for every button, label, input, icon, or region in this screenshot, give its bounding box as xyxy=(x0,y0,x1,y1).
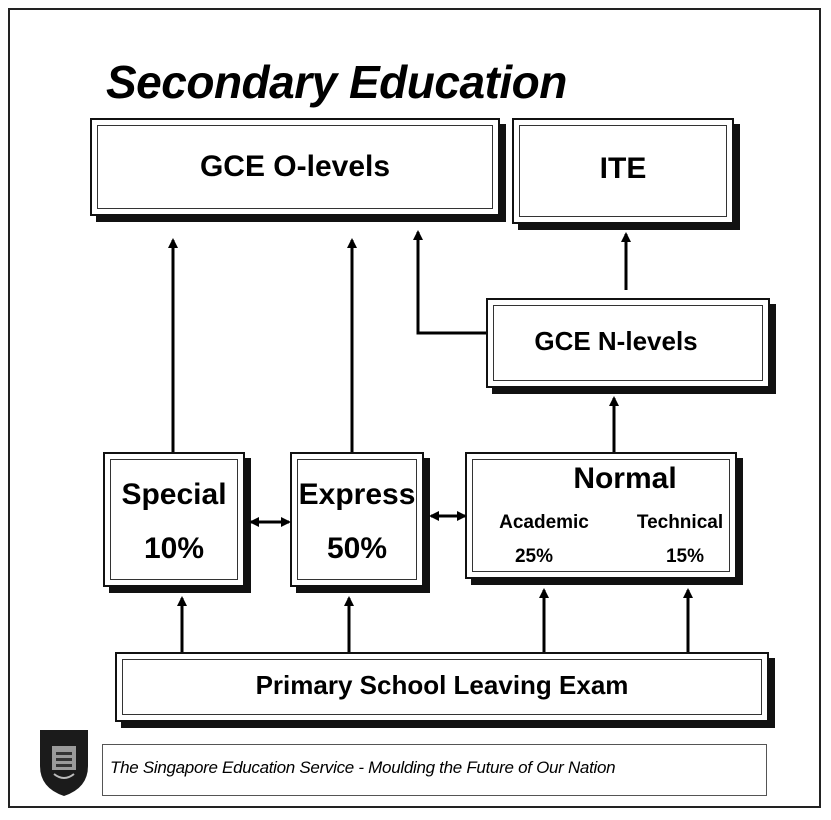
ite-label: ITE xyxy=(599,152,647,185)
express-percent: 50% xyxy=(326,532,388,565)
footer-bar xyxy=(102,744,767,796)
footer-tagline: The Singapore Education Service - Mouldi… xyxy=(110,758,616,777)
ite-box xyxy=(512,118,734,224)
technical-percent: 15% xyxy=(665,546,705,567)
gce-o-levels-box xyxy=(90,118,500,216)
special-label: Special xyxy=(121,478,227,511)
special-box xyxy=(103,452,245,587)
special-percent: 10% xyxy=(143,532,205,565)
gce-n-levels-label: GCE N-levels xyxy=(534,326,698,356)
academic-label: Academic xyxy=(499,512,589,533)
arrow-n-levels-to-o-levels xyxy=(413,230,486,335)
gce-n-levels-box xyxy=(486,298,770,388)
slide-title: Secondary Education xyxy=(106,56,567,108)
normal-label: Normal xyxy=(573,462,677,495)
normal-box xyxy=(465,452,737,579)
express-box xyxy=(290,452,424,587)
crest-icon xyxy=(40,730,88,796)
gce-o-levels-label: GCE O-levels xyxy=(199,150,391,183)
psle-box xyxy=(115,652,769,722)
psle-label: Primary School Leaving Exam xyxy=(255,670,629,700)
academic-percent: 25% xyxy=(514,546,554,567)
express-label: Express xyxy=(298,478,416,511)
technical-label: Technical xyxy=(636,512,724,533)
